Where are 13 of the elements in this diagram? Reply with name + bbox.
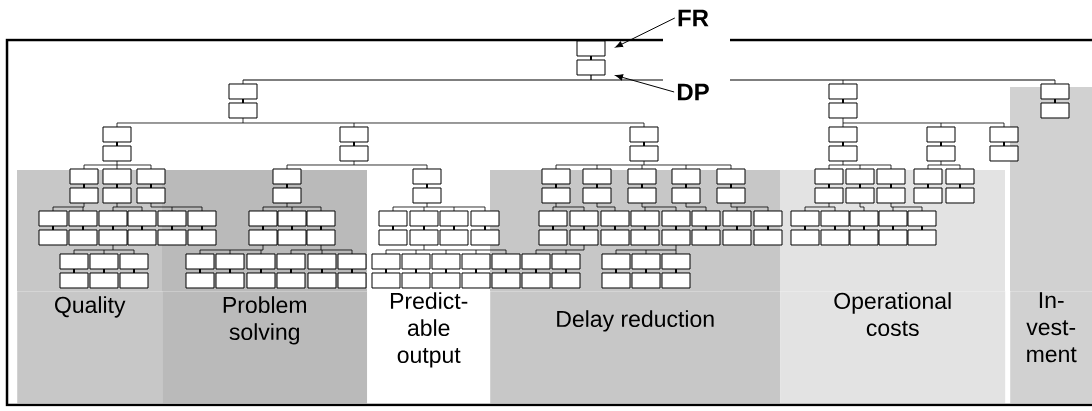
region-band: Delay reduction bbox=[490, 291, 781, 404]
node-label: Operational costs bbox=[834, 292, 951, 337]
node-label: In- vest- ment bbox=[1026, 292, 1077, 363]
region-band: Operational costs bbox=[780, 291, 1006, 404]
leader-arrow bbox=[615, 17, 676, 48]
leader-arrow bbox=[615, 74, 675, 93]
callout-label: DP bbox=[677, 83, 709, 101]
callout-label: FR bbox=[678, 9, 709, 27]
region-band: In- vest- ment bbox=[1010, 291, 1092, 404]
node-label: Predict- able output bbox=[390, 292, 468, 368]
region-band: Quality bbox=[17, 291, 163, 404]
region-band: Problem solving bbox=[162, 291, 368, 404]
region-band: Predict- able output bbox=[367, 291, 491, 404]
